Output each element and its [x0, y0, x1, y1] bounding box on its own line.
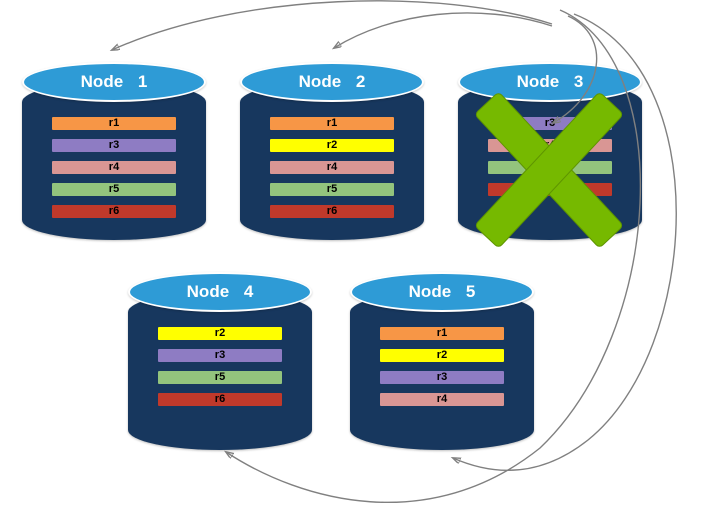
node-title: Node 5	[408, 282, 476, 301]
replica-bar: r5	[157, 370, 283, 385]
replica-bar: r5	[269, 182, 395, 197]
node-failure-x-mark	[457, 78, 641, 262]
replica-bar: r3	[157, 348, 283, 363]
database-node-4: Node 4 r2 r3 r5 r6	[128, 272, 312, 452]
replica-bar: r2	[269, 138, 395, 153]
replica-bar: r6	[269, 204, 395, 219]
replica-bar: r4	[51, 160, 177, 175]
replica-bar: r1	[379, 326, 505, 341]
replica-list: r2 r3 r5 r6	[157, 326, 283, 407]
replica-bar: r6	[51, 204, 177, 219]
replica-bar: r4	[379, 392, 505, 407]
replica-bar: r4	[269, 160, 395, 175]
replica-bar: r6	[157, 392, 283, 407]
replica-bar: r2	[379, 348, 505, 363]
arrow-node3-to-node2	[334, 12, 553, 48]
replica-bar: r3	[379, 370, 505, 385]
replica-bar: r3	[51, 138, 177, 153]
replica-bar: r1	[269, 116, 395, 131]
replica-list: r1 r2 r3 r4	[379, 326, 505, 407]
database-node-1: Node 1 r1 r3 r4 r5 r6	[22, 62, 206, 242]
replica-bar: r2	[157, 326, 283, 341]
arrow-node3-to-node1	[112, 0, 553, 50]
database-node-2: Node 2 r1 r2 r4 r5 r6	[240, 62, 424, 242]
node-title: Node 2	[298, 72, 366, 91]
database-node-5: Node 5 r1 r2 r3 r4	[350, 272, 534, 452]
node-title: Node 4	[186, 282, 254, 301]
replica-bar: r1	[51, 116, 177, 131]
cylinder-top	[22, 62, 206, 102]
replica-list: r1 r2 r4 r5 r6	[269, 116, 395, 219]
replica-bar: r5	[51, 182, 177, 197]
node-title: Node 1	[80, 72, 148, 91]
replica-list: r1 r3 r4 r5 r6	[51, 116, 177, 219]
